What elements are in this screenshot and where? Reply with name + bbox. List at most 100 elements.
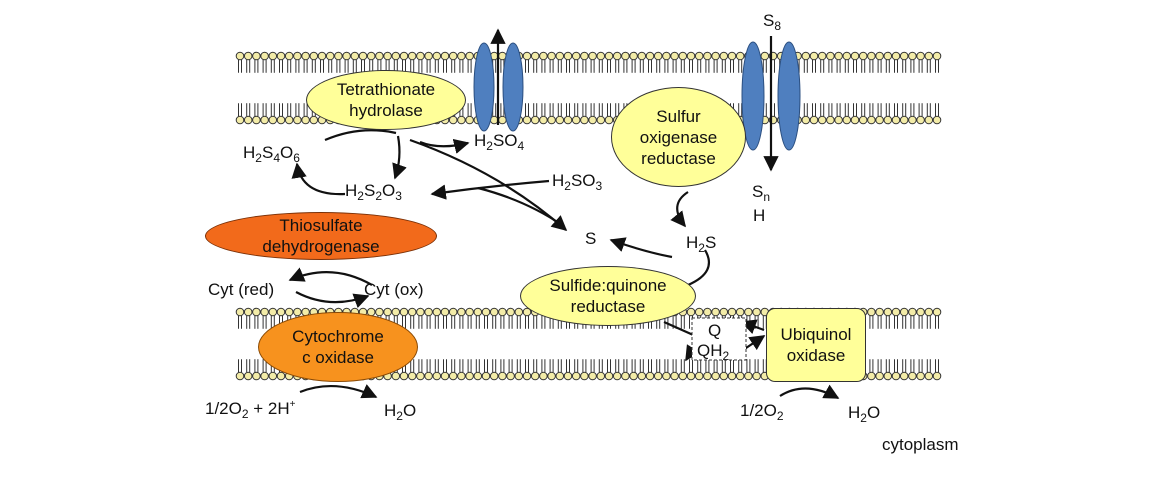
lipid-head	[629, 371, 638, 381]
lipid-head	[235, 371, 245, 381]
lipid-head	[457, 51, 466, 61]
lipid-head	[899, 115, 909, 125]
lipid-head	[498, 307, 507, 317]
enzyme-label-line: oxidase	[786, 346, 846, 365]
lipid-head	[916, 51, 925, 61]
lipid-head	[243, 115, 253, 125]
lipid-head	[629, 51, 638, 61]
enzyme-label-line: Thiosulfate	[279, 216, 363, 235]
lipid-head	[875, 115, 884, 125]
lipid-head	[448, 307, 458, 317]
lipid-head	[530, 51, 540, 61]
lipid-head	[293, 51, 302, 61]
lipid-head	[637, 51, 647, 61]
lipid-head	[703, 371, 712, 381]
label-h2so3: H2SO3	[552, 171, 603, 193]
label-cyt-red: Cyt (red)	[208, 280, 275, 299]
lipid-head	[252, 115, 261, 125]
channel-h2so4-a	[473, 42, 495, 132]
lipid-head	[719, 371, 729, 381]
label-qh2: QH2	[697, 341, 730, 363]
enzyme-sulfide-quinone-reductase: Sulfide:quinone reductase	[520, 266, 696, 326]
lipid-head	[908, 51, 917, 61]
enzyme-label-line: c oxidase	[302, 348, 374, 367]
lipid-head	[350, 51, 360, 61]
lipid-head	[284, 51, 294, 61]
lipid-head	[481, 307, 491, 317]
lipid-head	[678, 371, 688, 381]
lipid-head	[875, 371, 884, 381]
lipid-head	[899, 51, 909, 61]
lipid-head	[727, 307, 737, 317]
lipid-head	[268, 371, 278, 381]
lipid-head	[826, 51, 835, 61]
lipid-head	[571, 51, 581, 61]
lipid-head	[235, 115, 245, 125]
lipid-head	[342, 51, 351, 61]
lipid-head	[555, 51, 565, 61]
channel-s8-a	[741, 41, 765, 151]
lipid-head	[448, 371, 458, 381]
lipid-head	[883, 115, 893, 125]
lipid-head	[817, 115, 827, 125]
lipid-head	[916, 307, 925, 317]
lipid-head	[645, 371, 655, 381]
lipid-head	[547, 115, 556, 125]
lipid-head	[514, 371, 524, 381]
lipid-head	[735, 371, 745, 381]
arrow-o2-h2o-right	[779, 384, 840, 399]
lipid-head	[809, 115, 819, 125]
lipid-head	[301, 51, 310, 61]
lipid-head	[908, 371, 917, 381]
lipid-head	[588, 115, 597, 125]
lipid-head	[899, 371, 909, 381]
lipid-head	[916, 115, 925, 125]
lipid-head	[252, 307, 261, 317]
lipid-head	[727, 371, 737, 381]
lipid-head	[522, 115, 532, 125]
label-h: H	[753, 206, 766, 225]
label-h2s4o6: H2S4O6	[243, 143, 300, 165]
lipid-head	[571, 115, 581, 125]
lipid-head	[522, 51, 532, 61]
lipid-head	[686, 307, 696, 317]
lipid-head	[867, 115, 876, 125]
lipid-head	[547, 371, 556, 381]
lipid-head	[498, 371, 507, 381]
lipid-head	[563, 115, 573, 125]
arrow-thiosulfate-to-tetrathionate	[291, 162, 346, 196]
lipid-head	[465, 115, 474, 125]
lipid-head	[325, 51, 335, 61]
lipid-head	[588, 371, 597, 381]
lipid-head	[924, 51, 934, 61]
lipid-head	[465, 371, 474, 381]
enzyme-label-line: reductase	[570, 297, 646, 316]
lipid-head	[539, 371, 548, 381]
lipid-head	[260, 371, 269, 381]
lipid-head	[416, 307, 425, 317]
lipid-head	[604, 371, 614, 381]
lipid-head	[908, 115, 917, 125]
lipid-head	[924, 371, 934, 381]
lipid-head	[530, 371, 540, 381]
enzyme-label-line: dehydrogenase	[262, 237, 380, 256]
arrow-h2so3-to-h2s2o3	[430, 179, 550, 200]
lipid-head	[399, 371, 409, 381]
lipid-head	[571, 371, 581, 381]
lipid-head	[301, 115, 310, 125]
lipid-head	[744, 307, 753, 317]
lipid-head	[481, 371, 491, 381]
lipid-head	[621, 371, 630, 381]
lipid-head	[276, 51, 286, 61]
enzyme-label-line: Ubiquinol	[780, 325, 852, 344]
lipid-head	[407, 51, 417, 61]
lipid-head	[252, 371, 261, 381]
lipid-head	[284, 115, 294, 125]
lipid-head	[399, 51, 409, 61]
lipid-head	[891, 51, 901, 61]
lipid-head	[555, 371, 565, 381]
lipid-head	[883, 307, 893, 317]
lipid-head	[506, 307, 515, 317]
lipid-head	[514, 307, 524, 317]
